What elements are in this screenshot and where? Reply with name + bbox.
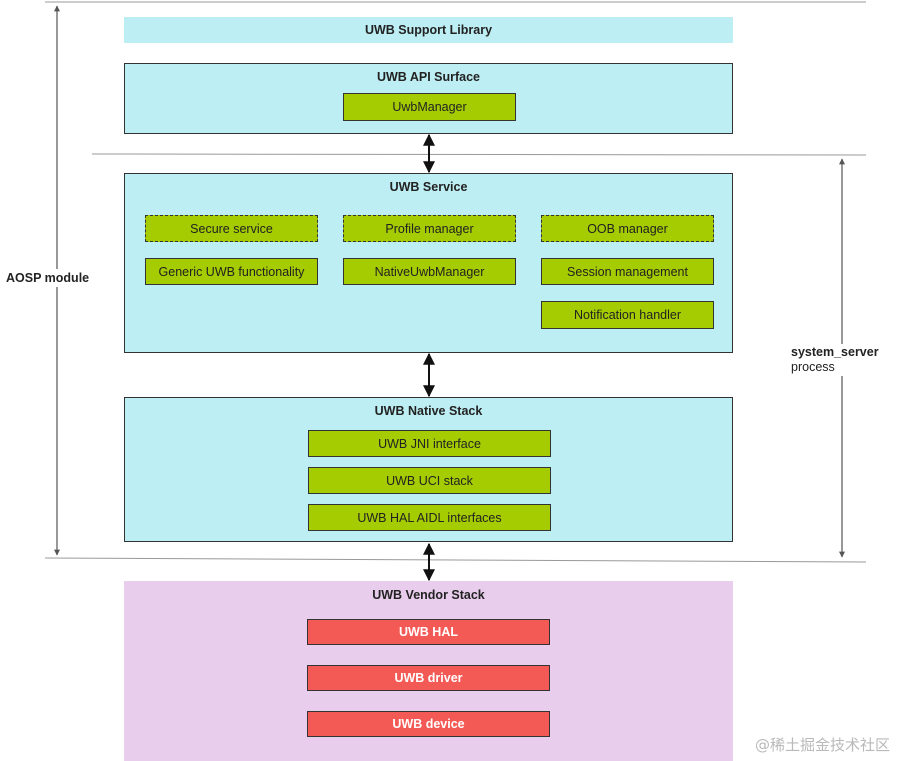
system-server-suffix: process: [791, 360, 835, 374]
uwb-uci-stack-component: UWB UCI stack: [308, 467, 551, 494]
notification-handler-component: Notification handler: [541, 301, 714, 329]
uwb-device-component: UWB device: [307, 711, 550, 737]
nativeuwbmanager-component: NativeUwbManager: [343, 258, 516, 285]
system-server-label: system_server process: [791, 344, 879, 376]
service-layer: UWB Service Secure service Profile manag…: [124, 173, 733, 353]
generic-uwb-functionality-component: Generic UWB functionality: [145, 258, 318, 285]
support-library-layer: UWB Support Library: [124, 17, 733, 43]
uwb-driver-component: UWB driver: [307, 665, 550, 691]
native-stack-layer: UWB Native Stack UWB JNI interface UWB U…: [124, 397, 733, 542]
native-stack-title: UWB Native Stack: [374, 404, 483, 418]
vendor-stack-layer: UWB Vendor Stack UWB HAL UWB driver UWB …: [124, 581, 733, 761]
vendor-stack-title: UWB Vendor Stack: [372, 588, 485, 602]
uwb-hal-aidl-interfaces-component: UWB HAL AIDL interfaces: [308, 504, 551, 531]
uwb-hal-component: UWB HAL: [307, 619, 550, 645]
system-server-name: system_server: [791, 345, 879, 359]
api-surface-layer: UWB API Surface UwbManager: [124, 63, 733, 134]
system-server-top-separator: [91, 153, 867, 156]
support-library-title: UWB Support Library: [364, 23, 493, 37]
session-management-component: Session management: [541, 258, 714, 285]
api-surface-title: UWB API Surface: [376, 70, 481, 84]
watermark-text: @稀土掘金技术社区: [754, 736, 890, 754]
service-title: UWB Service: [389, 180, 468, 194]
bottom-separator-line: [44, 557, 867, 563]
aosp-module-label: AOSP module: [6, 269, 90, 287]
secure-service-component: Secure service: [145, 215, 318, 242]
uwb-jni-interface-component: UWB JNI interface: [308, 430, 551, 457]
profile-manager-component: Profile manager: [343, 215, 516, 242]
uwbmanager-component: UwbManager: [343, 93, 516, 121]
oob-manager-component: OOB manager: [541, 215, 714, 242]
